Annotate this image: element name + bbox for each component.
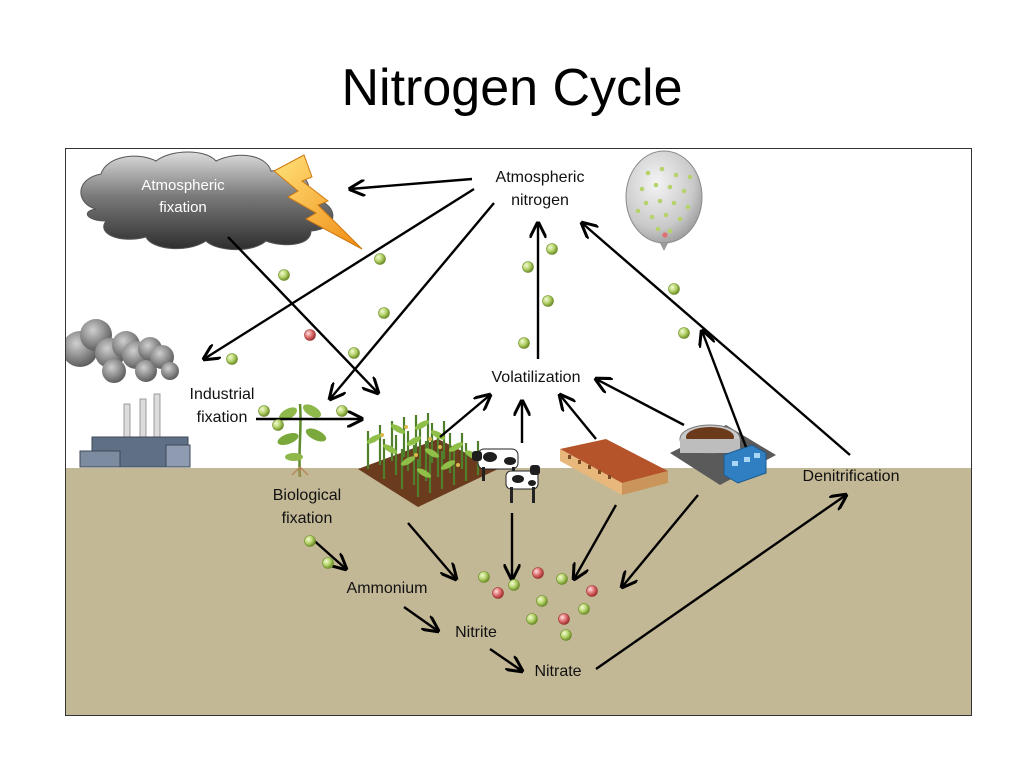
label-atmospheric-nitrogen-line1: Atmospheric <box>495 169 585 186</box>
corn-field-icon <box>358 413 498 507</box>
arrow-barn-to-soil <box>574 504 618 579</box>
label-atmospheric-fixation: Atmospheric fixation <box>128 175 238 219</box>
diagram-graphics <box>66 150 851 716</box>
arrow-atmospheric-fixation-to-field <box>227 236 378 393</box>
molecule-green <box>560 629 572 641</box>
label-biological-fixation-line1: Biological <box>272 487 342 504</box>
molecule-green <box>478 571 490 583</box>
arrow-to-atmospheric-fixation <box>350 177 473 189</box>
arrow-to-industrial-fixation <box>204 187 475 359</box>
molecule-green <box>378 307 390 319</box>
storm-cloud-icon <box>80 151 334 251</box>
livestock-barn-icon <box>560 439 668 495</box>
arrow-barn-to-volatilization <box>560 395 597 440</box>
label-nitrate: Nitrate <box>534 663 582 680</box>
slide-title: Nitrogen Cycle <box>341 59 683 117</box>
label-denitrification: Denitrification <box>802 468 900 485</box>
label-atmospheric-fixation-line1: Atmospheric <box>141 177 225 194</box>
molecule-green <box>578 603 590 615</box>
molecule-green <box>526 613 538 625</box>
molecule-green <box>536 595 548 607</box>
flow-arrows <box>204 177 851 671</box>
label-atmospheric-nitrogen-line2: nitrogen <box>511 192 569 209</box>
molecule-green <box>546 243 558 255</box>
molecule-red <box>558 613 570 625</box>
nitrogen-molecules <box>226 243 690 641</box>
nitrogen-cycle-diagram: Atmospheric fixation Atmospheric nitroge… <box>65 148 972 716</box>
dairy-cows-icon <box>472 448 540 503</box>
label-ammonium: Ammonium <box>346 580 428 597</box>
molecule-green <box>678 327 690 339</box>
molecule-green <box>348 347 360 359</box>
lightning-bolt-icon <box>273 154 363 250</box>
label-industrial-fixation-line2: fixation <box>196 409 248 426</box>
arrow-ammonium-to-nitrite <box>403 606 438 631</box>
molecule-green <box>304 535 316 547</box>
arrow-biological-to-ammonium <box>309 536 346 569</box>
arrow-nitrate-to-denitrification <box>595 495 846 670</box>
molecule-green <box>508 579 520 591</box>
arrow-treatment-plant-to-atmosphere <box>702 331 748 448</box>
arrow-treatment-plant-to-volatilization <box>596 379 685 427</box>
molecule-red <box>586 585 598 597</box>
molecule-green <box>336 405 348 417</box>
label-biological-fixation-line2: fixation <box>281 510 333 527</box>
molecule-green <box>278 269 290 281</box>
molecule-green <box>556 573 568 585</box>
label-atmospheric-fixation-line2: fixation <box>159 199 207 216</box>
label-nitrite: Nitrite <box>455 624 497 641</box>
arrow-to-biological-fixation <box>330 202 495 399</box>
molecule-green <box>322 557 334 569</box>
molecule-red <box>304 329 316 341</box>
molecule-green <box>668 283 680 295</box>
nitrogen-balloon-icon <box>625 150 703 251</box>
molecule-green <box>226 353 238 365</box>
label-biological-fixation: Biological fixation <box>252 484 362 530</box>
molecule-green <box>374 253 386 265</box>
label-industrial-fixation-line1: Industrial <box>189 386 255 403</box>
arrow-treatment-plant-to-soil <box>622 494 699 587</box>
legume-plant-icon <box>277 403 327 478</box>
label-volatilization: Volatilization <box>491 369 581 386</box>
molecule-green <box>542 295 554 307</box>
label-industrial-fixation: Industrial fixation <box>170 383 274 429</box>
molecule-green <box>272 419 284 431</box>
arrow-field-to-soil <box>407 522 456 579</box>
factory-smokestack-icon <box>66 319 191 468</box>
molecule-red <box>532 567 544 579</box>
arrow-nitrite-to-nitrate <box>489 648 522 671</box>
molecule-green <box>518 337 530 349</box>
label-atmospheric-nitrogen: Atmospheric nitrogen <box>480 166 600 212</box>
molecule-red <box>492 587 504 599</box>
wastewater-treatment-plant-icon <box>670 424 776 485</box>
arrow-field-to-volatilization <box>439 395 490 438</box>
arrow-denitrification-to-atmosphere <box>582 223 851 456</box>
molecule-green <box>522 261 534 273</box>
molecule-green <box>258 405 270 417</box>
